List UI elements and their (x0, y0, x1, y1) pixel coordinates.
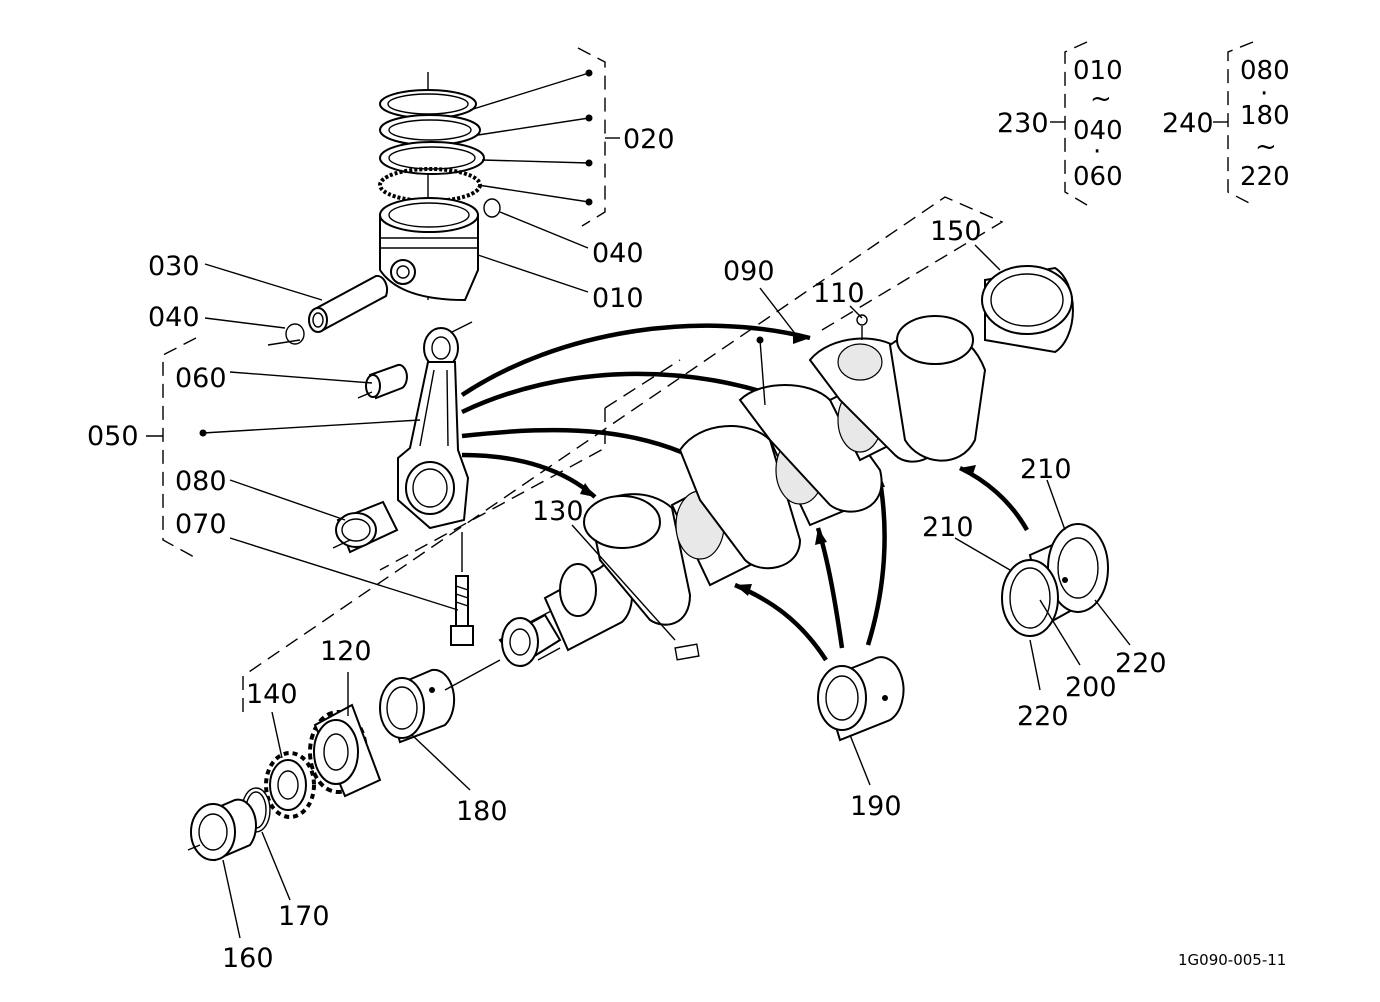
piston-pin (311, 274, 388, 332)
callout-150: 150 (930, 216, 982, 247)
callout-080: 080 (175, 466, 227, 497)
rear-sleeve (981, 265, 1074, 354)
rod-bolt (455, 575, 469, 627)
callout-040-right: 040 (592, 238, 644, 269)
set-230-line-4: · (1093, 137, 1101, 167)
callout-060: 060 (175, 363, 227, 394)
callout-160: 160 (222, 943, 274, 974)
callout-010: 010 (592, 283, 644, 314)
set-230-line-3: 040 (1073, 116, 1123, 146)
set-230-line-1: 010 (1073, 56, 1123, 86)
callout-040-left: 040 (148, 302, 200, 333)
callout-140: 140 (246, 679, 298, 710)
set-brackets (1050, 41, 1254, 206)
document-id: 1G090-005-11 (1178, 951, 1286, 969)
callout-200: 200 (1065, 672, 1117, 703)
group-boundaries (162, 47, 1004, 712)
callout-130: 130 (532, 496, 584, 527)
main-bearing-case (1001, 523, 1109, 637)
circlip-left (285, 323, 305, 345)
callout-070: 070 (175, 509, 227, 540)
callout-210-lower: 210 (922, 512, 974, 543)
set-240-line-3: 180 (1240, 101, 1290, 131)
set-230-label: 230 (997, 108, 1049, 139)
callout-090: 090 (723, 256, 775, 287)
callout-210-upper: 210 (1020, 454, 1072, 485)
piston-assembly (267, 72, 501, 346)
oil-plug (856, 314, 868, 326)
callout-030: 030 (148, 251, 200, 282)
set-230-line-2: ~ (1090, 84, 1112, 114)
set-230: 230 010 ~ 040 · 060 (997, 56, 1123, 192)
center-bearing (817, 656, 905, 742)
callout-170: 170 (278, 901, 330, 932)
callout-110: 110 (813, 278, 865, 309)
connecting-rod (332, 321, 474, 646)
leader-lines (146, 72, 1131, 939)
crank-gears (187, 703, 382, 862)
set-240-line-1: 080 (1240, 56, 1290, 86)
oil-ring (379, 141, 485, 175)
callout-050: 050 (87, 421, 139, 452)
set-240-line-4: ~ (1255, 132, 1277, 162)
set-240: 240 080 · 180 ~ 220 (1162, 56, 1290, 192)
set-240-label: 240 (1162, 108, 1214, 139)
callout-180: 180 (456, 796, 508, 827)
callout-020: 020 (623, 124, 675, 155)
callout-labels: 020 040 010 030 040 060 050 080 070 090 … (87, 124, 1167, 974)
crank-key (674, 643, 700, 661)
crankshaft (498, 314, 987, 667)
callout-220-lower: 220 (1017, 701, 1069, 732)
set-240-line-5: 220 (1240, 162, 1290, 192)
callout-120: 120 (320, 636, 372, 667)
set-230-line-5: 060 (1073, 162, 1123, 192)
circlip-right (483, 198, 501, 218)
set-240-line-2: · (1260, 79, 1268, 109)
callout-190: 190 (850, 791, 902, 822)
front-bearing (379, 659, 501, 744)
callout-220-right: 220 (1115, 648, 1167, 679)
